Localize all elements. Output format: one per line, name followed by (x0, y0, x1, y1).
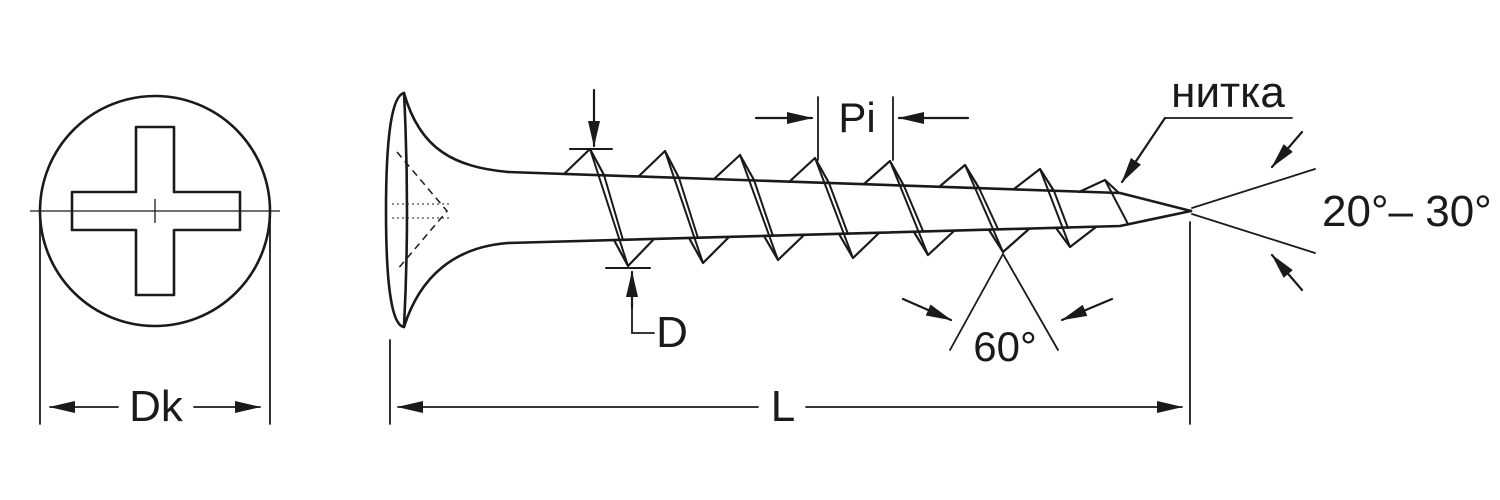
dimension-labels: Dk D Pi L нитка 60° 20°– 30° (129, 68, 1492, 431)
dimension-lines (39, 88, 1316, 425)
head-center-lines (30, 199, 280, 223)
thread-helix-lines (589, 148, 1129, 267)
label-flank-angle: 60° (973, 323, 1037, 370)
label-pitch: Pi (838, 94, 875, 141)
label-thread: нитка (1171, 68, 1285, 117)
core-top (506, 170, 1193, 213)
head-recess-hidden-lines (392, 151, 450, 271)
leader-thread (1120, 116, 1293, 184)
screw-side-view (384, 91, 1193, 329)
label-thread-diameter: D (656, 308, 688, 357)
head-bugle-bottom (402, 241, 510, 329)
dimension-dk (39, 217, 271, 425)
dimension-pi (754, 96, 970, 161)
dimension-tip-angle (1191, 130, 1316, 292)
label-head-diameter: Dk (129, 382, 184, 431)
phillips-recess (70, 125, 242, 297)
core-bottom (506, 209, 1193, 245)
thread-crests (562, 147, 1121, 268)
label-length: L (771, 382, 795, 431)
dimension-flank-angle (901, 253, 1114, 351)
label-tip-angle: 20°– 30° (1322, 187, 1492, 236)
dimension-d (569, 88, 655, 334)
head-face (384, 91, 409, 329)
head-bugle-top (402, 91, 510, 174)
dimension-l (389, 221, 1191, 425)
